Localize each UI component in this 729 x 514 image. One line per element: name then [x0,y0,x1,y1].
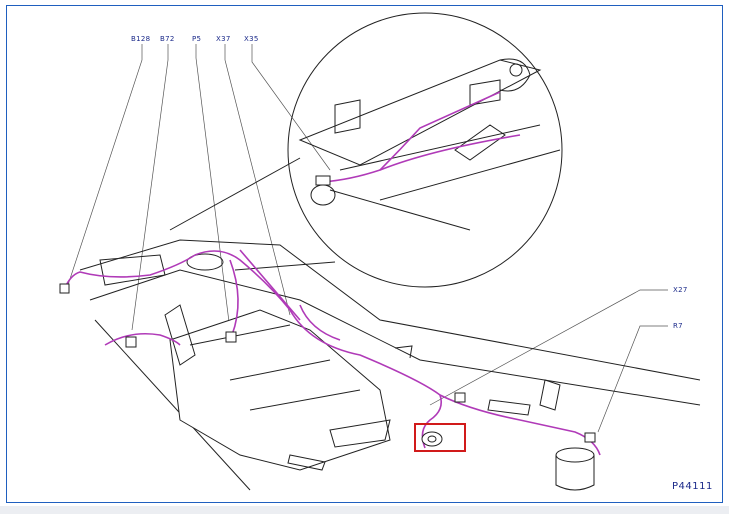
diagram-frame [6,5,723,503]
label-x27: X27 [673,286,688,294]
fuel-tank [164,253,391,471]
figure-id: P44111 [672,481,713,492]
label-x35: X35 [244,35,259,43]
connector-b128 [59,283,70,294]
canister [555,447,595,491]
leader-x27 [429,289,668,406]
leader-x37 [224,44,291,316]
detail-callout [169,12,563,288]
leader-b72 [131,44,169,331]
x27-highlight-box [414,423,466,452]
label-b72: B72 [160,35,175,43]
leader-x35 [251,44,331,171]
leader-b128 [67,44,143,286]
leader-p5 [195,44,231,331]
label-b128: B128 [131,35,151,43]
bottom-scroll-strip [0,506,729,514]
label-p5: P5 [192,35,202,43]
chassis [79,239,701,491]
grommet-x27 [421,431,443,447]
connector-r7 [584,432,596,443]
connector-p5 [225,331,237,343]
connectors [59,283,596,447]
leader-r7 [597,325,668,433]
label-x37: X37 [216,35,231,43]
connector-x37 [454,392,466,403]
label-r7: R7 [673,322,683,330]
leader-lines [67,44,668,433]
connector-b72 [125,336,137,348]
